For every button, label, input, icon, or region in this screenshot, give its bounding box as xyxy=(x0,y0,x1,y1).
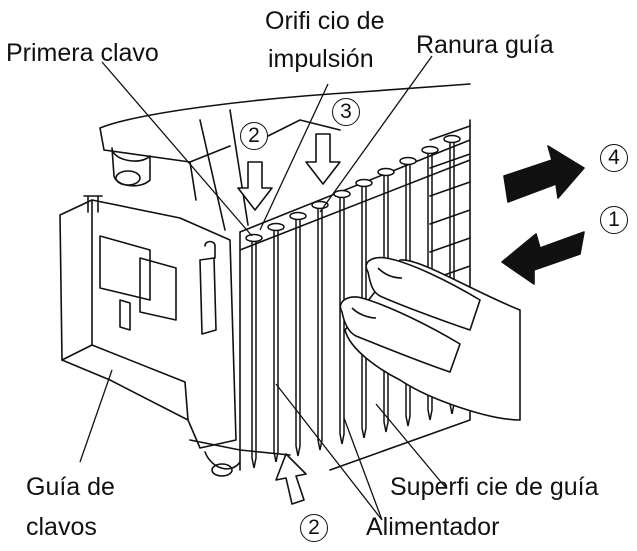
leader-guide-groove xyxy=(319,55,433,213)
finger-lower xyxy=(339,296,461,373)
nail-guide-slot xyxy=(119,257,177,331)
nail-head xyxy=(333,189,351,199)
leader-feeder-1 xyxy=(275,383,383,521)
label-drive-hole-line1: Orifi cio de xyxy=(265,7,385,35)
nail xyxy=(333,189,351,445)
nail-head xyxy=(289,211,307,221)
arrow-3 xyxy=(305,133,341,185)
nail xyxy=(267,222,285,463)
magazine-frame xyxy=(239,119,471,471)
nail-guide-body xyxy=(59,199,237,449)
step-marker-2-top: 2 xyxy=(240,122,268,150)
arrow-1 xyxy=(501,231,585,285)
nail xyxy=(289,211,307,457)
step-marker-1: 1 xyxy=(600,206,628,234)
arrow-2-bottom xyxy=(275,453,307,505)
nail xyxy=(311,200,329,451)
nail-guide-knob xyxy=(83,195,103,213)
base-screw xyxy=(211,463,233,477)
nail-guide-face xyxy=(61,199,189,421)
housing-screw xyxy=(115,170,141,186)
label-guide-groove: Ranura guía xyxy=(416,31,554,59)
nail-guide-latch xyxy=(199,240,217,335)
nail-shank xyxy=(273,231,279,463)
label-nail-guide-line2: clavos xyxy=(26,513,97,541)
nail-head xyxy=(399,156,417,166)
nail-shank xyxy=(317,209,323,451)
step-marker-3: 3 xyxy=(332,98,360,126)
hand xyxy=(339,256,521,421)
label-feeder: Alimentador xyxy=(366,513,500,541)
nail xyxy=(245,233,263,469)
nail-head xyxy=(377,167,395,177)
nail-head xyxy=(421,145,439,155)
finger-upper xyxy=(365,256,481,331)
finger-nail-lines xyxy=(351,267,403,319)
nail-head xyxy=(355,178,373,188)
housing-top-plate xyxy=(99,83,471,201)
leader-feeder-2 xyxy=(343,417,383,521)
step-marker-4: 4 xyxy=(600,144,628,172)
arrow-4 xyxy=(503,145,585,203)
leader-first-nail xyxy=(101,61,253,237)
nail-shank xyxy=(295,220,301,457)
label-nail-guide-line1: Guía de xyxy=(26,473,115,501)
leader-lines xyxy=(79,55,447,521)
nail-shank xyxy=(339,198,345,445)
label-drive-hole-line2: impulsión xyxy=(268,45,374,73)
nail-head xyxy=(443,134,461,144)
nail-shank xyxy=(251,242,257,469)
leader-drive-hole xyxy=(259,83,329,231)
arrow-2-top xyxy=(237,161,273,211)
label-guide-surface: Superfi cie de guía xyxy=(390,473,599,501)
label-first-nail: Primera clavo xyxy=(6,39,159,67)
nail-head xyxy=(267,222,285,232)
step-marker-2-bottom: 2 xyxy=(300,514,328,542)
nail-head xyxy=(245,233,263,243)
leader-nail-guide xyxy=(79,369,113,463)
housing-rib xyxy=(199,109,341,231)
leader-guide-surface xyxy=(375,403,447,489)
